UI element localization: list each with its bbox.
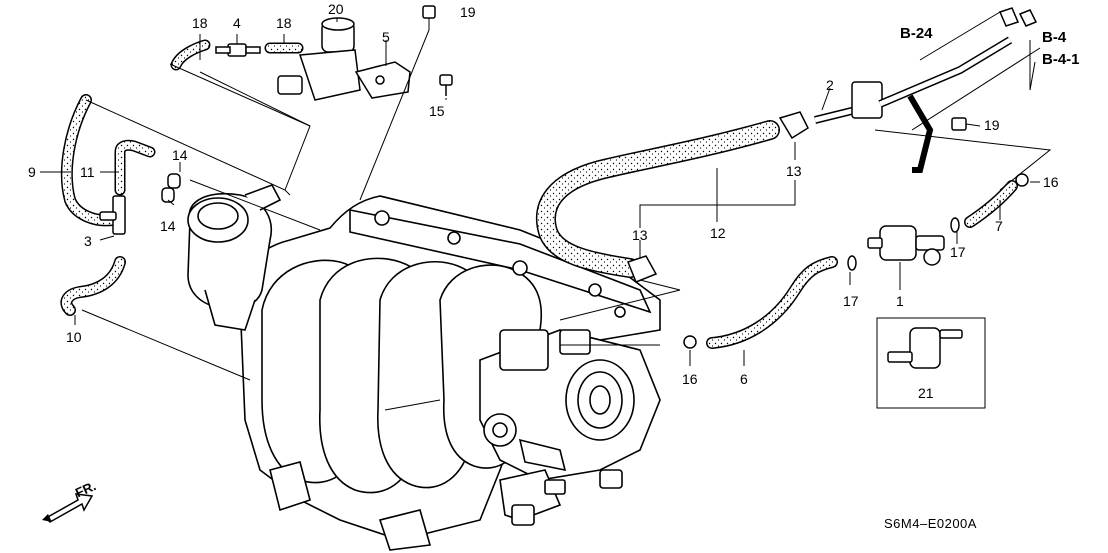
callout-19-right: 19 — [984, 117, 1000, 133]
small-parts — [99, 5, 1038, 369]
callout-12: 12 — [710, 225, 726, 241]
callout-14-top: 14 — [172, 147, 188, 163]
callout-21: 21 — [918, 385, 934, 401]
ref-b-4[interactable]: B-4 — [1042, 29, 1067, 46]
front-direction-arrow — [42, 493, 94, 523]
throttle-body — [479, 329, 661, 526]
callout-7: 7 — [995, 218, 1003, 234]
callout-6: 6 — [740, 371, 748, 387]
callout-5: 5 — [382, 29, 390, 45]
callout-18-right: 18 — [276, 15, 292, 31]
leader-lines — [40, 11, 1052, 411]
callout-17-right: 17 — [950, 244, 966, 260]
callout-2: 2 — [826, 77, 834, 93]
callout-10: 10 — [66, 329, 82, 345]
ref-b-24[interactable]: B-24 — [900, 25, 933, 42]
diagram-code: S6M4–E0200A — [884, 516, 977, 531]
callout-18-left: 18 — [192, 15, 208, 31]
callout-13-bottom: 13 — [632, 227, 648, 243]
callout-3: 3 — [84, 233, 92, 249]
callout-14-bottom: 14 — [160, 218, 176, 234]
resonator-chamber — [187, 184, 282, 331]
callout-16-left: 16 — [682, 371, 698, 387]
callout-9: 9 — [28, 164, 36, 180]
callout-17-left: 17 — [843, 293, 859, 309]
callout-19-top: 19 — [460, 4, 476, 20]
callout-11: 11 — [80, 164, 95, 180]
callout-20: 20 — [328, 1, 344, 17]
callout-4: 4 — [233, 15, 241, 31]
callout-13-top: 13 — [786, 163, 802, 179]
callout-1: 1 — [896, 293, 904, 309]
ref-b-4-1[interactable]: B-4-1 — [1042, 51, 1080, 68]
hoses — [60, 39, 1018, 349]
part-21-inset-box — [876, 317, 986, 409]
callout-15: 15 — [429, 103, 445, 119]
callout-16-right: 16 — [1043, 174, 1059, 190]
